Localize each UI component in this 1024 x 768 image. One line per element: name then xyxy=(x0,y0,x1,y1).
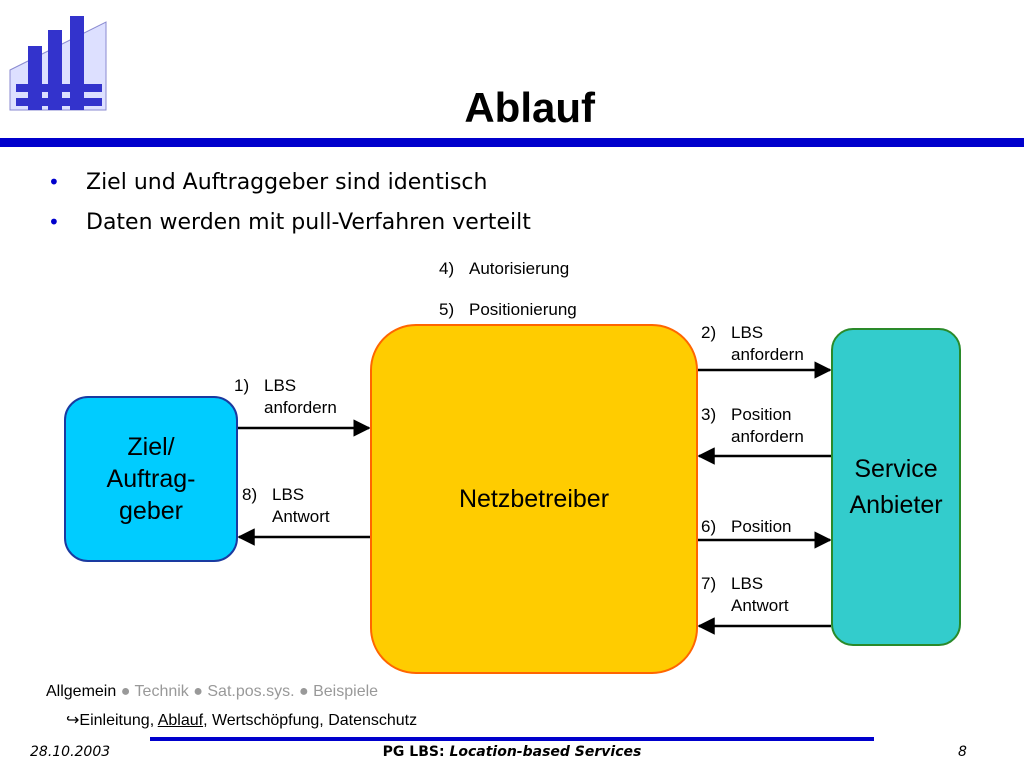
ziel-auftraggeber-box: Ziel/ Auftrag- geber xyxy=(64,396,238,562)
nav-item-allgemein[interactable]: Allgemein xyxy=(46,683,117,700)
step-label: 8) LBS Antwort xyxy=(242,484,330,528)
return-arrow-icon: ↪ xyxy=(66,712,80,729)
step-number: 7) xyxy=(701,574,717,593)
step-number: 8) xyxy=(242,485,258,504)
bullet-icon: • xyxy=(48,210,60,234)
subsection-nav: ↪Einleitung, Ablauf, Wertschöpfung, Date… xyxy=(66,712,418,729)
step-text: LBS Antwort xyxy=(272,485,330,526)
step-number: 2) xyxy=(701,323,717,342)
subnav-item-wertschoepfung[interactable]: Wertschöpfung xyxy=(211,712,320,729)
step-label: 5) Positionierung xyxy=(439,299,577,321)
bullet-text: Daten werden mit pull-Verfahren verteilt xyxy=(86,210,531,235)
step-label: 6) Position xyxy=(701,516,791,538)
bullet-icon: • xyxy=(48,170,60,194)
step-text: LBS anfordern xyxy=(731,323,804,364)
step-text: Autorisierung xyxy=(469,259,570,278)
step-text: Position xyxy=(731,517,792,536)
step-number: 3) xyxy=(701,405,717,424)
subnav-item-datenschutz[interactable]: Datenschutz xyxy=(328,712,418,729)
bullet-item: • Daten werden mit pull-Verfahren verteil… xyxy=(48,208,531,237)
footer-course-subtitle: Location-based Services xyxy=(449,744,642,760)
step-number: 6) xyxy=(701,517,717,536)
footer-course: PG LBS: Location-based Services xyxy=(0,744,1024,760)
service-anbieter-box: Service Anbieter xyxy=(831,328,961,646)
step-number: 1) xyxy=(234,376,250,395)
step-text: LBS anfordern xyxy=(264,376,337,417)
nav-item-satpos[interactable]: Sat.pos.sys. xyxy=(207,683,295,700)
section-nav: Allgemein ● Technik ● Sat.pos.sys. ● Bei… xyxy=(46,682,378,702)
footer-date: 28.10.2003 xyxy=(30,744,111,760)
slide-title: Ablauf xyxy=(464,84,595,131)
subnav-item-einleitung[interactable]: Einleitung xyxy=(79,712,150,729)
bullet-item: • Ziel und Auftraggeber sind identisch xyxy=(48,168,487,197)
bullet-text: Ziel und Auftraggeber sind identisch xyxy=(86,170,488,195)
step-label: 2) LBS anfordern xyxy=(701,322,804,366)
step-text: Positionierung xyxy=(469,300,577,319)
nav-separator: ● xyxy=(298,683,309,700)
step-text: LBS Antwort xyxy=(731,574,789,615)
nav-item-beispiele[interactable]: Beispiele xyxy=(313,683,379,700)
step-label: 1) LBS anfordern xyxy=(234,375,337,419)
step-label: 4) Autorisierung xyxy=(439,258,569,280)
nav-separator: ● xyxy=(120,683,131,700)
step-label: 3) Position anfordern xyxy=(701,404,804,448)
step-text: Position anfordern xyxy=(731,405,804,446)
nav-separator: ● xyxy=(193,683,203,700)
step-number: 4) xyxy=(439,259,455,278)
subnav-item-ablauf[interactable]: Ablauf xyxy=(157,712,204,729)
netzbetreiber-box: Netzbetreiber xyxy=(370,324,698,674)
page-number: 8 xyxy=(958,744,967,760)
footer-rule xyxy=(150,737,874,741)
university-logo xyxy=(9,16,107,111)
step-number: 5) xyxy=(439,300,455,319)
title-rule xyxy=(0,138,1024,147)
step-label: 7) LBS Antwort xyxy=(701,573,789,617)
footer-course-name: PG LBS: xyxy=(382,744,445,760)
nav-item-technik[interactable]: Technik xyxy=(134,683,189,700)
